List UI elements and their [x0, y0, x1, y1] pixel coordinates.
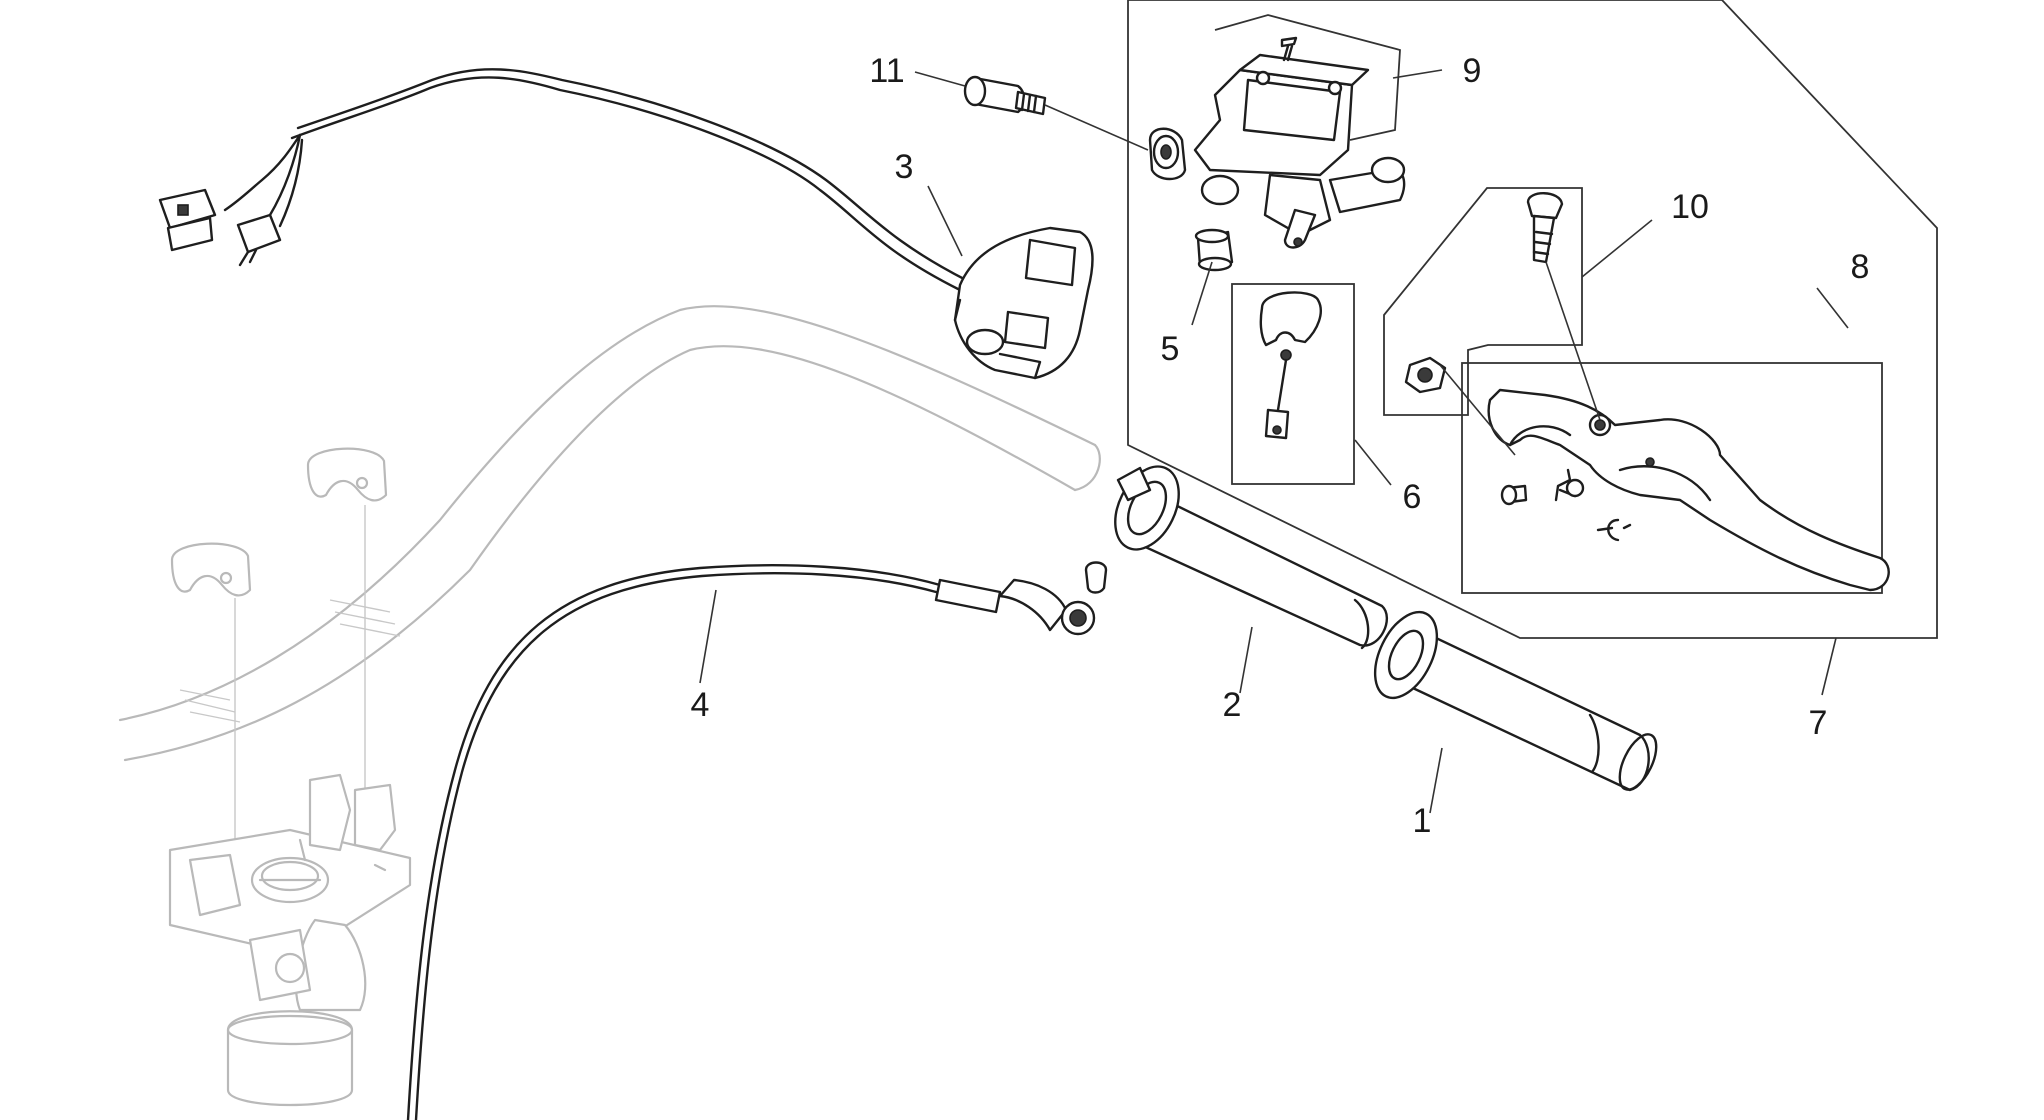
- handlebar-clamp-ghost-right: [306, 447, 388, 502]
- leader-lines: [699, 69, 1849, 814]
- leader-9: [1392, 69, 1443, 79]
- master-cylinder: [1148, 53, 1406, 249]
- part-8-subframe: [1461, 362, 1883, 594]
- lever-adjuster-pin: [1500, 484, 1528, 506]
- connector-plug-b: [236, 213, 282, 267]
- leader-10-ext-bolt: [1545, 261, 1601, 421]
- leader-7: [1821, 637, 1837, 696]
- callout-9: 9: [1463, 52, 1482, 90]
- callout-labels: 1 2 3 4 5 6 7 8 9 10 11: [691, 52, 1870, 840]
- wiring-harness: [223, 68, 968, 292]
- callout-10: 10: [1671, 188, 1709, 226]
- leader-11: [914, 71, 966, 87]
- callout-7: 7: [1809, 704, 1828, 742]
- left-switch-housing: [953, 226, 1094, 380]
- callout-1: 1: [1413, 802, 1432, 840]
- leader-10-ext-nut: [1439, 364, 1516, 456]
- assembly-frame-7: [1127, 0, 1938, 639]
- leader-6: [1354, 439, 1392, 486]
- throttle-cable: [406, 561, 1108, 1120]
- pivot-bolt: [1526, 192, 1564, 264]
- steering-head-ghost: [168, 773, 412, 1107]
- connector-plug-a: [158, 188, 217, 252]
- leader-5: [1191, 261, 1213, 326]
- leader-10: [1581, 219, 1653, 278]
- lever-clamp: [1259, 291, 1322, 440]
- bushing: [1194, 228, 1234, 272]
- callout-6: 6: [1403, 478, 1422, 516]
- reservoir-cap-screw: [1280, 36, 1298, 62]
- leader-2: [1239, 626, 1253, 694]
- clamp-guide-lines: [234, 505, 366, 860]
- callout-5: 5: [1161, 330, 1180, 368]
- part-9-subframe: [1214, 14, 1401, 141]
- banjo-bolt: [963, 75, 1047, 116]
- handlebar-grip: [1373, 610, 1658, 792]
- callout-11: 11: [869, 52, 904, 90]
- lever-nut: [1404, 356, 1447, 394]
- leader-8: [1816, 287, 1849, 329]
- callout-4: 4: [691, 686, 710, 724]
- leader-4: [699, 589, 717, 684]
- throttle-tube: [1114, 465, 1388, 650]
- callout-8: 8: [1851, 248, 1870, 286]
- part-10-subframe: [1383, 187, 1583, 416]
- brake-lever: [1487, 388, 1890, 592]
- callout-3: 3: [895, 148, 914, 186]
- leader-1: [1429, 747, 1443, 814]
- handlebar-ghost: [118, 305, 1101, 762]
- lever-circlip: [1596, 518, 1632, 542]
- leader-3: [927, 185, 963, 257]
- leader-11-ext: [1044, 104, 1149, 151]
- part-6-subframe: [1231, 283, 1355, 485]
- callout-2: 2: [1223, 686, 1242, 724]
- handlebar-clamp-ghost-left: [170, 542, 252, 597]
